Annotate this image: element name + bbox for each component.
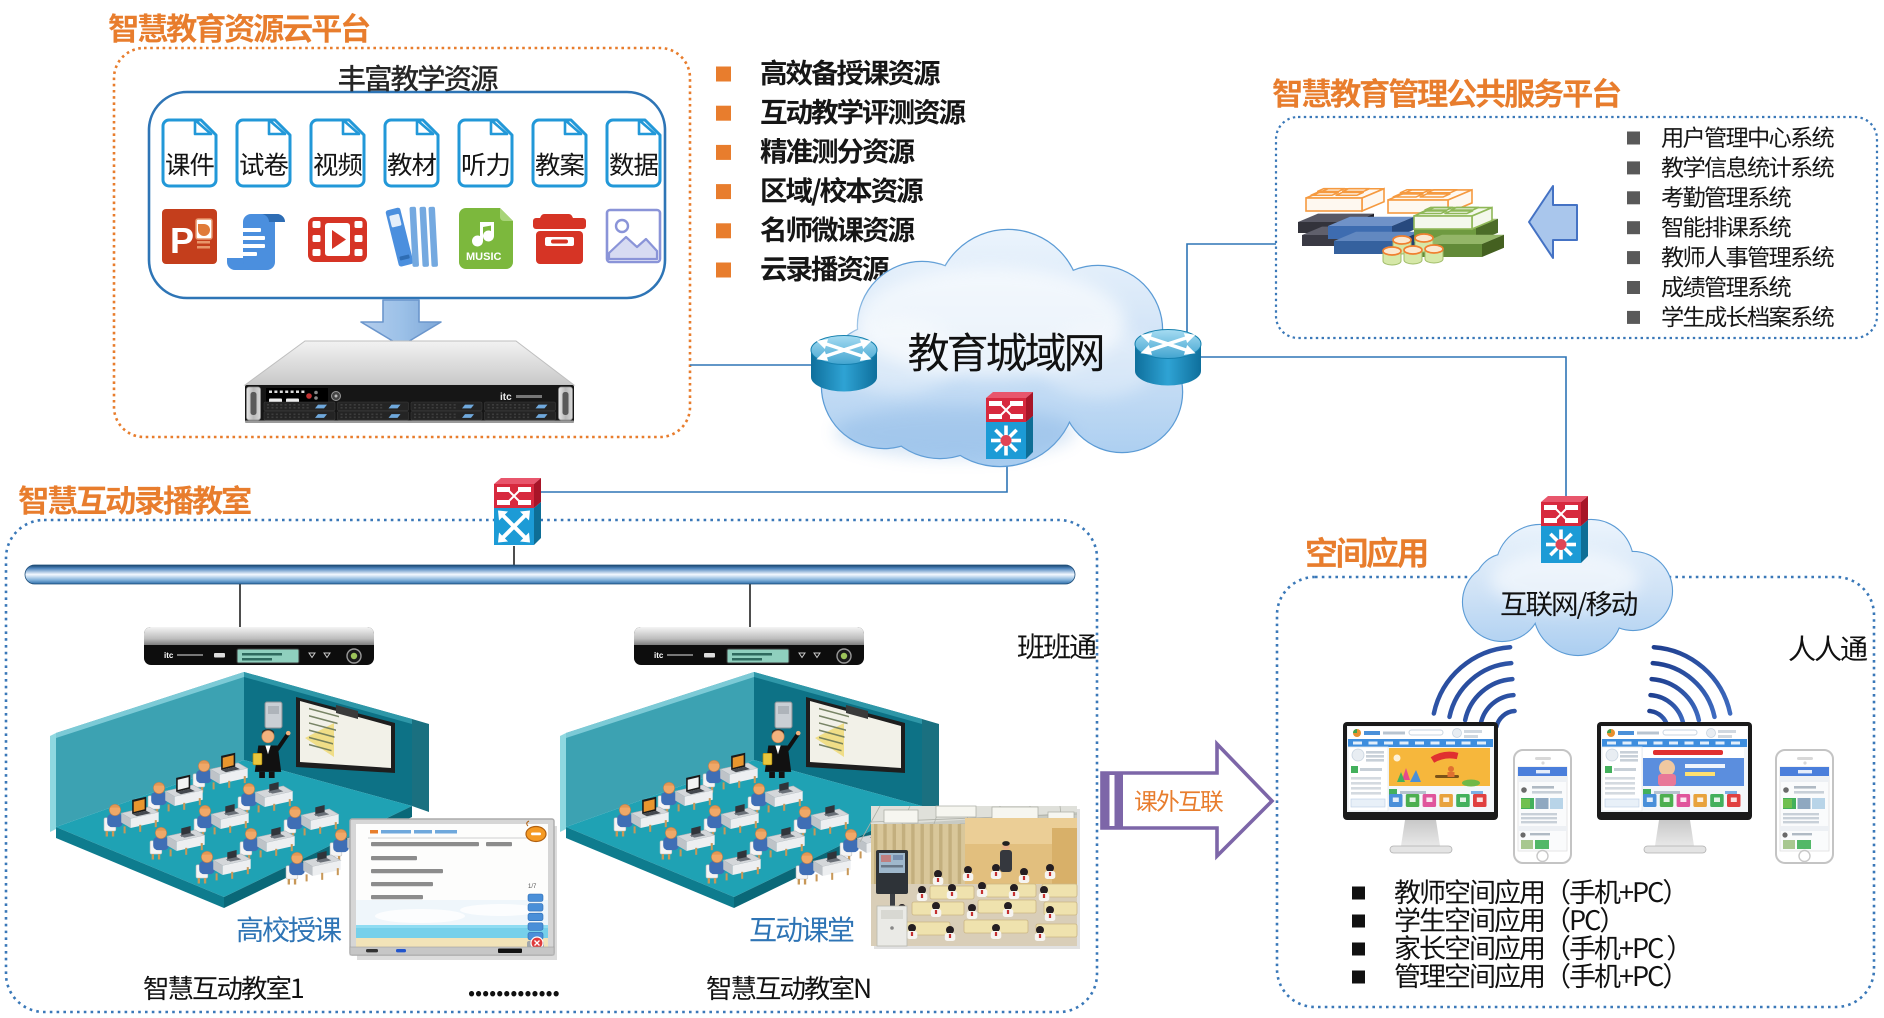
svg-text:itc: itc bbox=[654, 651, 664, 660]
svg-text:itc: itc bbox=[500, 392, 512, 403]
svg-text:MUSIC: MUSIC bbox=[466, 251, 502, 263]
svg-text:P: P bbox=[170, 220, 194, 261]
svg-text:itc: itc bbox=[164, 651, 174, 660]
svg-text:1/7: 1/7 bbox=[528, 884, 537, 890]
